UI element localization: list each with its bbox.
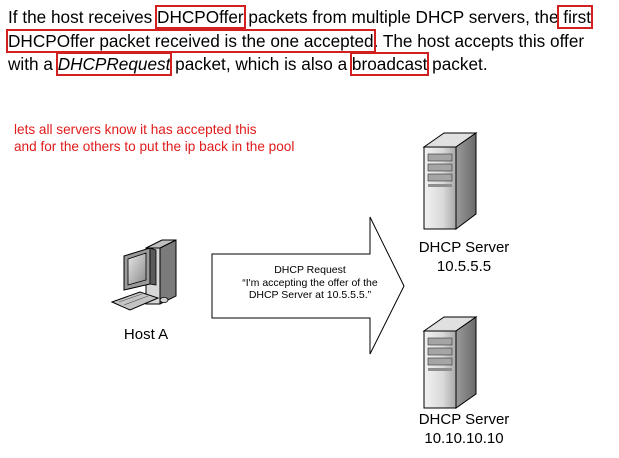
highlight-dhcpoffer: DHCPOffer: [155, 5, 246, 29]
highlight-first-offer-accepted: first DHCPOffer packet received is the o…: [6, 5, 593, 53]
highlight-dhcprequest: DHCPRequest: [55, 52, 173, 76]
host-label: Host A: [123, 326, 169, 343]
explanation-paragraph: If the host receives DHCPOffer packets f…: [6, 5, 613, 77]
request-quote-line-2: DHCP Server at 10.5.5.5.”: [248, 289, 372, 301]
server-icon-2: [422, 316, 478, 409]
server-1-name: DHCP Server: [418, 239, 510, 256]
paragraph-text-3: . The host accepts this offer with a: [8, 30, 585, 75]
host-computer-icon: [110, 239, 177, 311]
paragraph-text-5: packet.: [427, 54, 488, 74]
annotation-line-1: lets all servers know it has accepted th…: [14, 122, 257, 137]
annotation-note: lets all servers know it has accepted th…: [14, 121, 294, 155]
highlight-broadcast: broadcast: [349, 52, 430, 76]
request-arrow: [211, 216, 405, 355]
request-message: DHCP Request “I'm accepting the offer of…: [222, 264, 398, 302]
request-title: DHCP Request: [274, 264, 346, 276]
paragraph-text-4: packet, which is also a: [170, 54, 352, 74]
server-icon-1: [422, 132, 478, 230]
annotation-line-2: and for the others to put the ip back in…: [14, 139, 295, 154]
server-2-ip: 10.10.10.10: [424, 430, 504, 447]
server-1-ip: 10.5.5.5: [436, 258, 492, 275]
server-2-label: DHCP Server 10.10.10.10: [394, 410, 534, 448]
server-1-label: DHCP Server 10.5.5.5: [394, 238, 534, 276]
request-quote-line-1: “I'm accepting the offer of the: [242, 276, 378, 289]
paragraph-text-1: If the host receives: [8, 7, 158, 27]
server-2-name: DHCP Server: [418, 411, 510, 428]
paragraph-text-2: packets from multiple DHCP servers, the: [243, 7, 559, 27]
